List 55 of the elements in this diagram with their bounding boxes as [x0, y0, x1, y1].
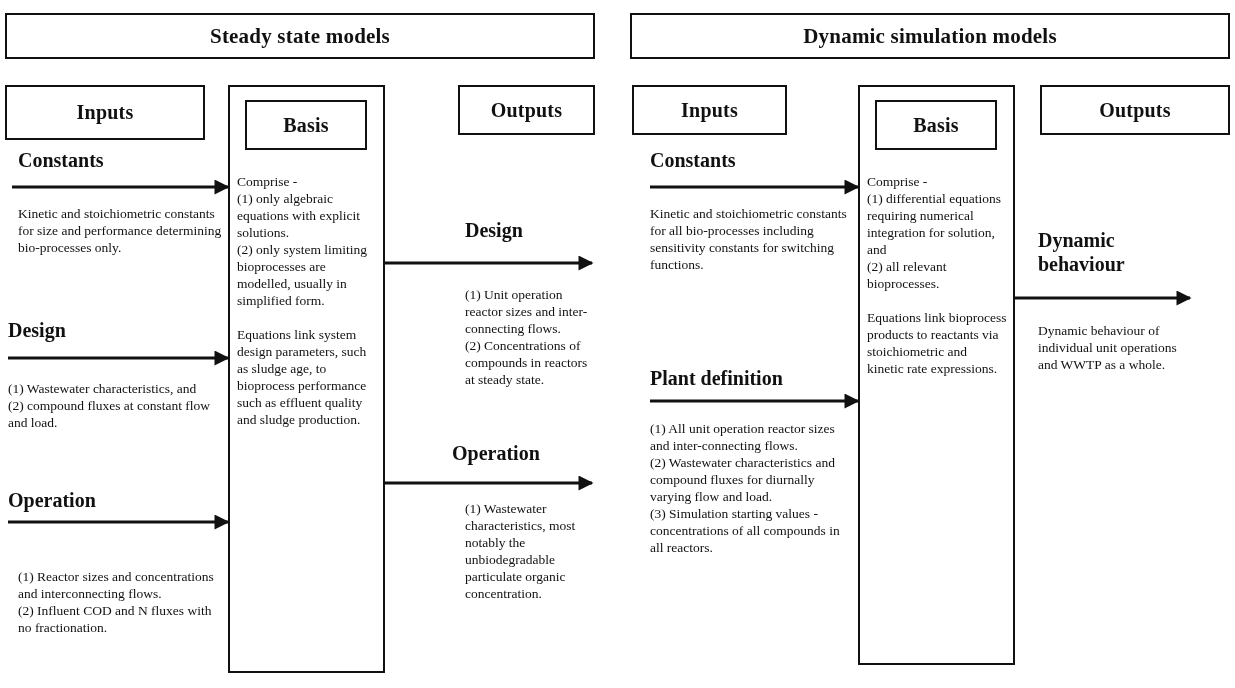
heading-box [1040, 85, 1230, 135]
section-heading: Constants [18, 148, 104, 172]
description-text: (1) Reactor sizes and concentrations and interconnecting flows. [18, 568, 215, 602]
body-text: (1) differential equations requiring numerical integration for solution, and [867, 190, 1002, 258]
arrow [650, 393, 860, 409]
heading-box [875, 100, 997, 150]
basis-panel [858, 85, 1015, 665]
description-text: Dynamic behaviour of individual unit operations and WWTP as a whole. [1038, 322, 1178, 373]
heading-text: Dynamic simulation models [803, 23, 1057, 49]
arrow [385, 255, 594, 271]
arrow [8, 514, 230, 530]
body-text: Comprise - [867, 173, 929, 190]
description-text: (3) Simulation starting values - concentrations of all compounds in all reactors. [650, 505, 841, 556]
body-text: (1) only algebraic equations with explicit solutions. [237, 190, 361, 241]
description-text: (1) Wastewater characteristics, and [8, 380, 198, 397]
heading-box [632, 85, 787, 135]
arrow [1015, 290, 1192, 306]
description-text: (1) All unit operation reactor sizes and inter-connecting flows. [650, 420, 836, 454]
title-box [630, 13, 1230, 59]
section-heading: Constants [650, 148, 736, 172]
heading-box [458, 85, 595, 135]
body-text: Equations link system design parameters, such as sludge age, to bioprocess performance such as effluent quality and sludge production. [237, 326, 368, 428]
heading-text: Outputs [490, 98, 563, 122]
arrow [8, 350, 230, 366]
heading-text: Steady state models [210, 23, 390, 49]
title-box [5, 13, 595, 59]
arrow [650, 179, 860, 195]
body-text: (2) only system limiting bioprocesses are modelled, usually in simplified form. [237, 241, 369, 309]
description-text: (1) Wastewater characteristics, most notably the unbiodegradable particulate organic concentration. [465, 500, 577, 602]
heading-text: Inputs [681, 98, 738, 122]
heading-text: Outputs [1099, 98, 1171, 122]
arrow [12, 179, 230, 195]
description-text: (2) Concentrations of compounds in reactors at steady state. [465, 337, 589, 388]
description-text: Kinetic and stoichiometric constants for all bio-processes including sensitivity constants for switching functions. [650, 205, 848, 273]
section-heading: Operation [8, 488, 96, 512]
section-heading: Design [465, 218, 523, 242]
description-text: Kinetic and stoichiometric constants for size and performance determining bio-processes only. [18, 205, 223, 256]
description-text: (2) Influent COD and N fluxes with no fractionation. [18, 602, 213, 636]
description-text: (1) Unit operation reactor sizes and inter-connecting flows. [465, 286, 589, 337]
arrow [385, 475, 594, 491]
section-heading: Operation [452, 441, 540, 465]
heading-text: Inputs [76, 101, 134, 124]
heading-text: Basis [913, 113, 959, 137]
body-text: (2) all relevant bioprocesses. [867, 258, 948, 292]
heading-text: Basis [283, 113, 329, 137]
body-text: Comprise - [237, 173, 299, 190]
section-heading: Design [8, 318, 66, 342]
section-heading: Dynamic behaviour [1038, 228, 1126, 276]
body-text: Equations link bioprocess products to reactants via stoichiometric and kinetic rate expressions. [867, 309, 1007, 377]
description-text: (2) Wastewater characteristics and compound fluxes for diurnally varying flow and load. [650, 454, 836, 505]
basis-panel [228, 85, 385, 673]
heading-box [5, 85, 205, 140]
section-heading: Plant definition [650, 366, 783, 390]
heading-box [245, 100, 367, 150]
description-text: (2) compound fluxes at constant flow and load. [8, 397, 212, 431]
